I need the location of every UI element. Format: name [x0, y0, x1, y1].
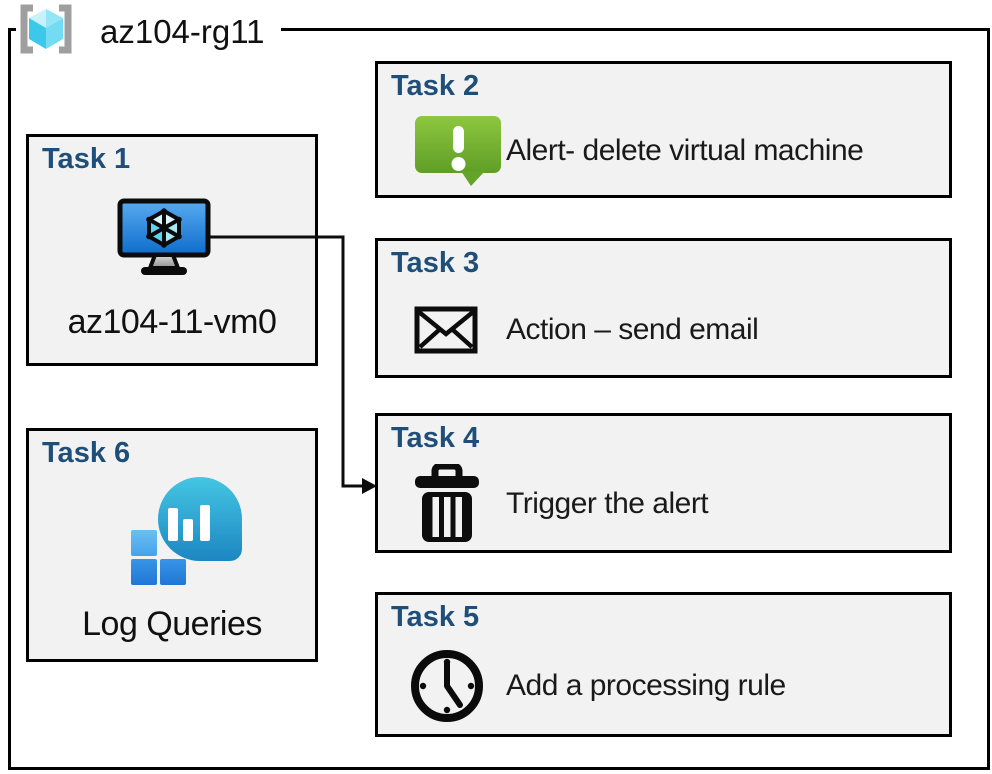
virtual-machine-icon — [117, 198, 211, 283]
task6-box: Task 6 — [26, 428, 318, 662]
task1-vm-name: az104-11-vm0 — [67, 303, 277, 341]
task2-box: Task 2 Alert- delete virtual machine — [375, 61, 952, 198]
task6-title: Task 6 — [42, 437, 131, 469]
task5-box: Task 5 Add a processing rule — [375, 592, 952, 737]
clock-icon — [408, 647, 506, 725]
task5-title: Task 5 — [391, 601, 480, 633]
task1-box: Task 1 — [26, 134, 318, 366]
resource-group-icon — [16, 2, 76, 61]
resource-group-legend: az104-rg11 — [16, 2, 281, 65]
resource-group-frame — [8, 28, 990, 770]
task2-label: Alert- delete virtual machine — [506, 134, 864, 167]
task4-box: Task 4 Trigger the alert — [375, 413, 952, 553]
task4-label: Trigger the alert — [506, 487, 709, 520]
resource-group-name: az104-rg11 — [100, 12, 265, 50]
task1-title: Task 1 — [42, 143, 131, 175]
email-icon — [414, 306, 506, 354]
alert-icon — [414, 115, 506, 187]
task5-label: Add a processing rule — [506, 669, 786, 702]
task3-box: Task 3 Action – send email — [375, 238, 952, 378]
task4-title: Task 4 — [391, 422, 480, 454]
task2-title: Task 2 — [391, 70, 480, 102]
task3-label: Action – send email — [506, 313, 759, 346]
task3-title: Task 3 — [391, 247, 480, 279]
trash-icon — [414, 464, 506, 544]
log-analytics-icon — [131, 477, 245, 592]
task6-log-queries-label: Log Queries — [82, 605, 262, 643]
